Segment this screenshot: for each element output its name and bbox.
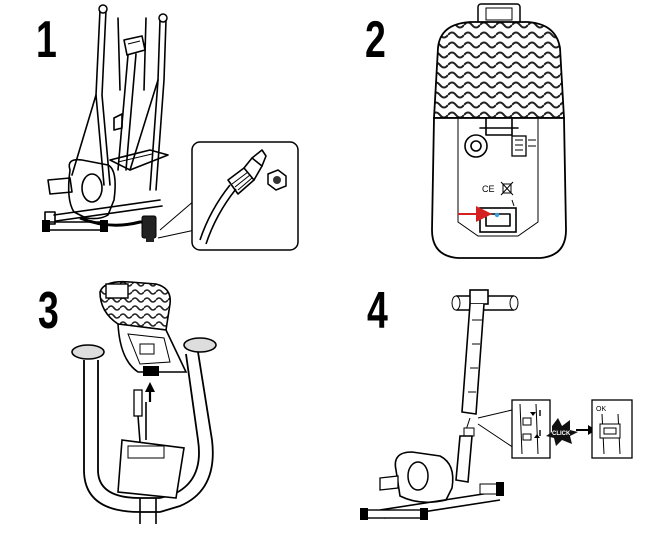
- click-label: CLICK: [552, 431, 571, 437]
- recycle-bin-icon: [500, 181, 514, 196]
- console-plate: [99, 280, 188, 376]
- power-plug-detail: [199, 149, 287, 245]
- footplate-bottom-view: CE: [431, 3, 567, 259]
- step-number-2: 2: [365, 11, 386, 69]
- step-number-1: 1: [36, 11, 57, 69]
- right-grip-cap: [183, 337, 217, 353]
- t-handlebar-post: [451, 289, 519, 415]
- ce-mark: CE: [482, 184, 495, 194]
- step-number-3: 3: [38, 282, 59, 340]
- panel-step-1: [42, 4, 299, 251]
- connector-detail-box: [511, 399, 551, 459]
- trainer-base: [360, 417, 504, 520]
- zoom-detail-box: [191, 141, 299, 251]
- click-burst: CLICK: [546, 418, 578, 446]
- ok-label: OK: [596, 406, 606, 413]
- left-grip-cap: [71, 344, 105, 360]
- step-number-4: 4: [367, 282, 388, 340]
- panel-step-4: CLICK OK: [360, 289, 633, 520]
- panel-step-2: CE: [431, 3, 567, 259]
- panel-step-3: [71, 280, 217, 524]
- trainer-illustration-1: [42, 4, 169, 242]
- up-arrow: [145, 382, 155, 392]
